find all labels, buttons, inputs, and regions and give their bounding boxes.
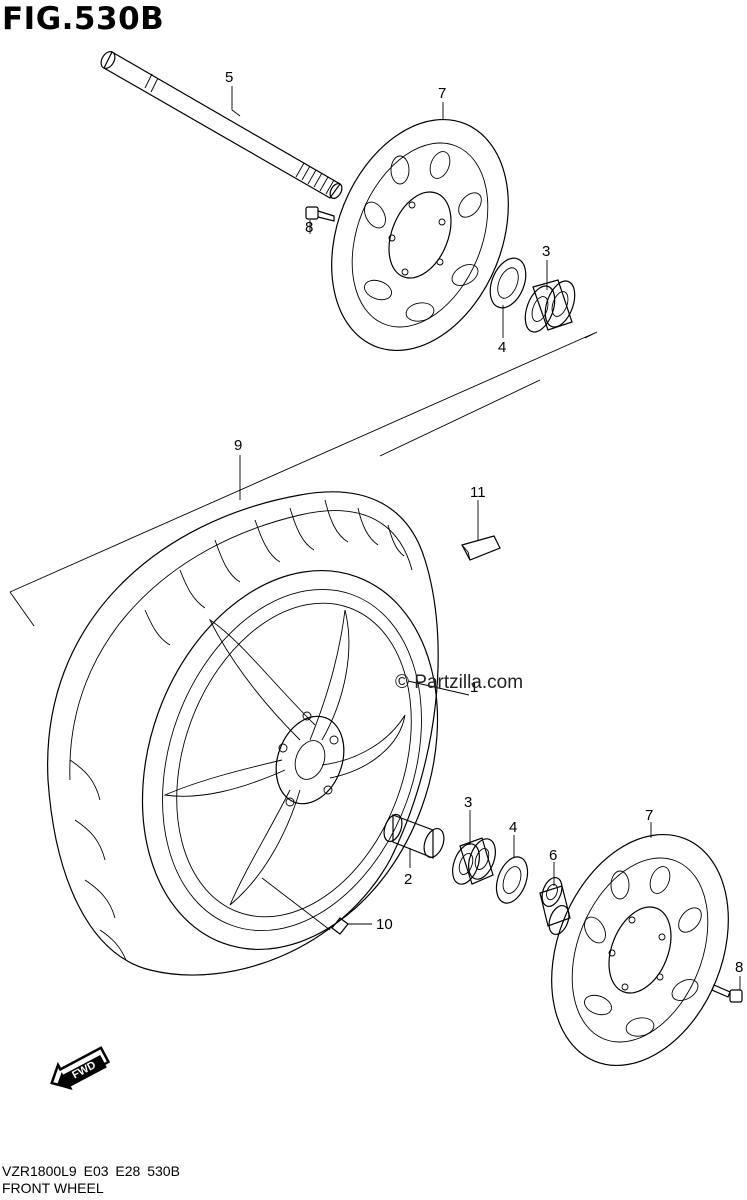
assembly-plane-outline [9, 331, 598, 627]
callout-6: 6 [549, 847, 557, 864]
callout-7-lower: 7 [645, 807, 653, 824]
figure-name: FRONT WHEEL [2, 1180, 104, 1196]
part-8-bolt-lower [711, 984, 743, 1003]
callout-1: 1 [470, 679, 478, 696]
callout-8-lower: 8 [735, 959, 743, 976]
part-8-bolt-upper [305, 206, 335, 222]
fwd-direction-badge: FWD [50, 1046, 111, 1090]
part-3-bearing-upper [524, 279, 576, 333]
part-10-valve [261, 877, 349, 935]
callout-4-upper: 4 [498, 339, 506, 356]
callout-11: 11 [470, 484, 486, 501]
part-7-brake-disc-upper [331, 118, 509, 352]
part-4-oil-seal-upper [489, 257, 527, 309]
part-7-brake-disc-lower [551, 833, 729, 1067]
part-1-wheel [141, 570, 439, 950]
figure-title: FIG.530B [2, 1, 165, 37]
leader-lines [231, 86, 741, 990]
callout-7-upper: 7 [438, 85, 446, 102]
callout-4-lower: 4 [509, 819, 517, 836]
callouts: 5 7 8 3 4 9 11 1 2 3 4 6 7 8 10 [225, 69, 743, 976]
callout-9: 9 [234, 437, 242, 454]
callout-2: 2 [404, 871, 412, 888]
callout-10: 10 [376, 916, 393, 933]
watermark: © Partzilla.com [395, 672, 524, 693]
part-3-bearing-lower [452, 837, 496, 885]
part-9-tire [47, 491, 439, 976]
part-11-balancer-weight [461, 535, 501, 561]
part-2-spacer [383, 813, 445, 859]
part-6-spacer-collar [539, 876, 571, 936]
model-code: VZR1800L9 E03 E28 530B [2, 1163, 180, 1179]
callout-5: 5 [225, 69, 233, 86]
part-4-oil-seal-lower [495, 856, 529, 904]
callout-8-upper: 8 [305, 219, 313, 236]
part-5-axle [100, 51, 343, 199]
callout-3-lower: 3 [464, 794, 472, 811]
callout-3-upper: 3 [542, 243, 550, 260]
